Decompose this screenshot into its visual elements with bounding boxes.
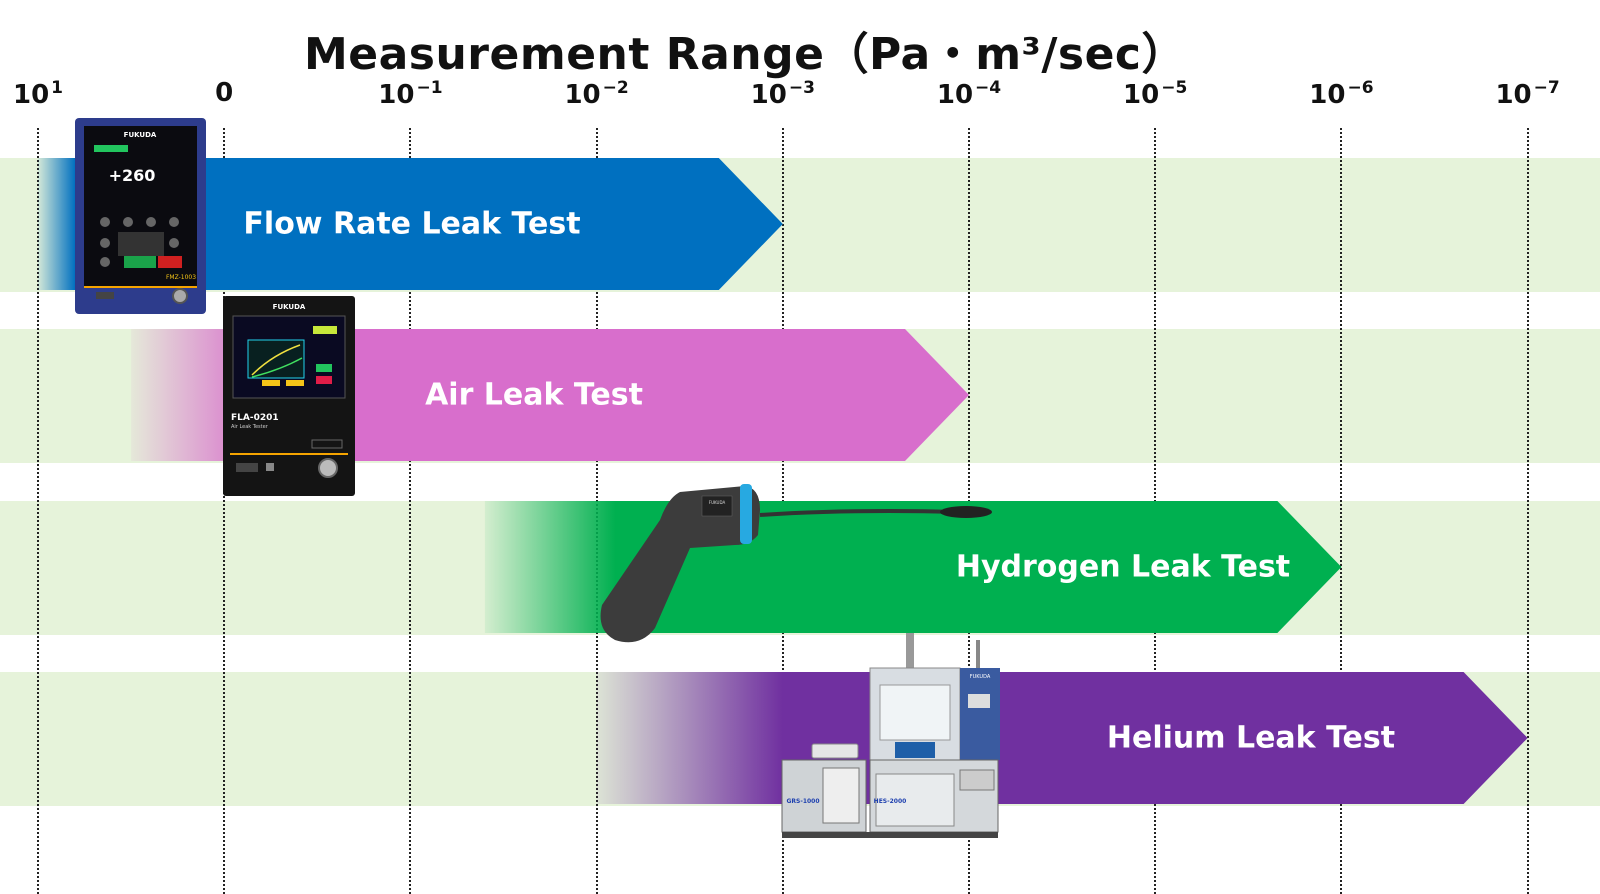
svg-text:FMZ-1003: FMZ-1003 (166, 274, 196, 281)
grid-line (409, 128, 412, 894)
grid-line (1340, 128, 1343, 894)
x-tick-label: 10−6 (1309, 78, 1374, 110)
grid-line (37, 128, 39, 894)
bar-label: Air Leak Test (425, 377, 643, 413)
helium-leak-test-system-image: FUKUDA GRS-1000 HES-2000 (781, 633, 1000, 838)
x-tick-label: 10−7 (1495, 78, 1560, 110)
svg-text:HES-2000: HES-2000 (874, 798, 907, 805)
x-tick-label: 10−1 (378, 78, 443, 110)
svg-text:FLA-0201: FLA-0201 (231, 413, 279, 423)
svg-text:FUKUDA: FUKUDA (273, 303, 306, 311)
x-tick-label: 10−5 (1123, 78, 1188, 110)
svg-text:+260: +260 (109, 166, 156, 185)
svg-text:FUKUDA: FUKUDA (124, 131, 157, 139)
svg-text:Air Leak Tester: Air Leak Tester (231, 424, 269, 430)
chart-title: Measurement Range（Pa・m³/sec） (303, 29, 1187, 80)
x-tick-label: 10−3 (750, 78, 815, 110)
x-tick-label: 10−2 (564, 78, 629, 110)
x-tick-label: 10−4 (936, 78, 1002, 110)
grid-line (1526, 128, 1529, 894)
bar-label: Flow Rate Leak Test (243, 206, 581, 242)
bar-label: Hydrogen Leak Test (955, 549, 1291, 585)
bar-label: Helium Leak Test (1106, 720, 1396, 756)
svg-text:FUKUDA: FUKUDA (970, 674, 991, 680)
x-tick-label: 0 (215, 78, 234, 108)
svg-text:GRS-1000: GRS-1000 (786, 798, 819, 805)
hydrogen-leak-detector-image: FUKUDA (600, 484, 992, 643)
grid-line (223, 128, 226, 894)
svg-text:FUKUDA: FUKUDA (709, 500, 726, 505)
range-bar-flow-rate-leak-test (38, 158, 783, 290)
